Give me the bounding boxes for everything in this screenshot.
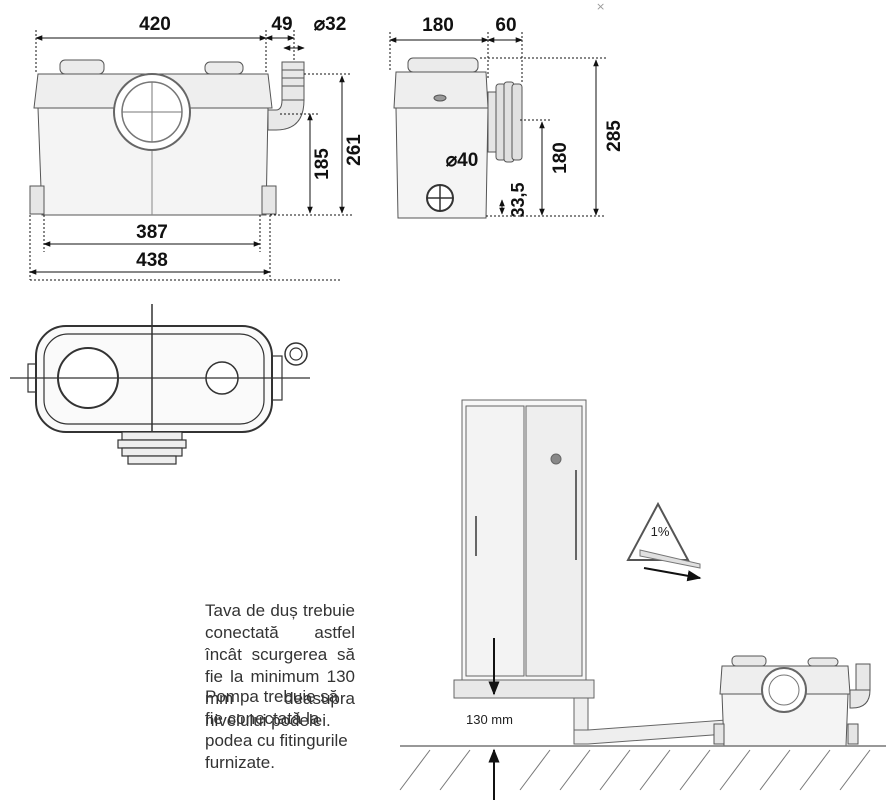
close-icon[interactable]: ×	[596, 0, 606, 13]
installation-note-fixing: Pompa trebuie să fie conectată la podea …	[205, 687, 348, 772]
installation-note-drain: Tava de duș trebuie conectată astfel înc…	[205, 601, 355, 730]
side-dimensions	[389, 32, 606, 217]
dim-387: 387	[136, 222, 168, 243]
side-view	[393, 57, 523, 219]
front-view	[29, 59, 305, 216]
slope-label: 1%	[651, 524, 670, 539]
dim-185: 185	[312, 148, 333, 180]
floor	[399, 745, 886, 791]
front-dimensions	[29, 30, 352, 281]
dim-180-side: 180	[550, 142, 571, 174]
dim-261: 261	[344, 134, 365, 166]
slope-indicator: 1%	[626, 501, 702, 582]
top-view	[10, 304, 310, 465]
dim-420: 420	[139, 14, 171, 35]
installed-pump	[713, 655, 871, 747]
dim-180-top: 180	[422, 15, 454, 36]
dim-inlet-diameter: ⌀40	[446, 150, 479, 171]
dim-438: 438	[136, 250, 168, 271]
side-dimension-labels: 180 60 ⌀40 33,5 180 285	[422, 15, 625, 218]
drain-pipe	[573, 697, 727, 745]
dim-285: 285	[604, 120, 625, 152]
dim-33-5: 33,5	[508, 182, 528, 217]
dim-outlet-diameter: ⌀32	[314, 14, 347, 35]
shower-cabin	[453, 399, 595, 699]
dim-60: 60	[495, 15, 516, 36]
clearance-label: 130 mm	[466, 712, 513, 727]
dim-49: 49	[271, 14, 292, 35]
front-dimension-labels: 420 49 ⌀32 387 438 185 261	[136, 14, 365, 271]
